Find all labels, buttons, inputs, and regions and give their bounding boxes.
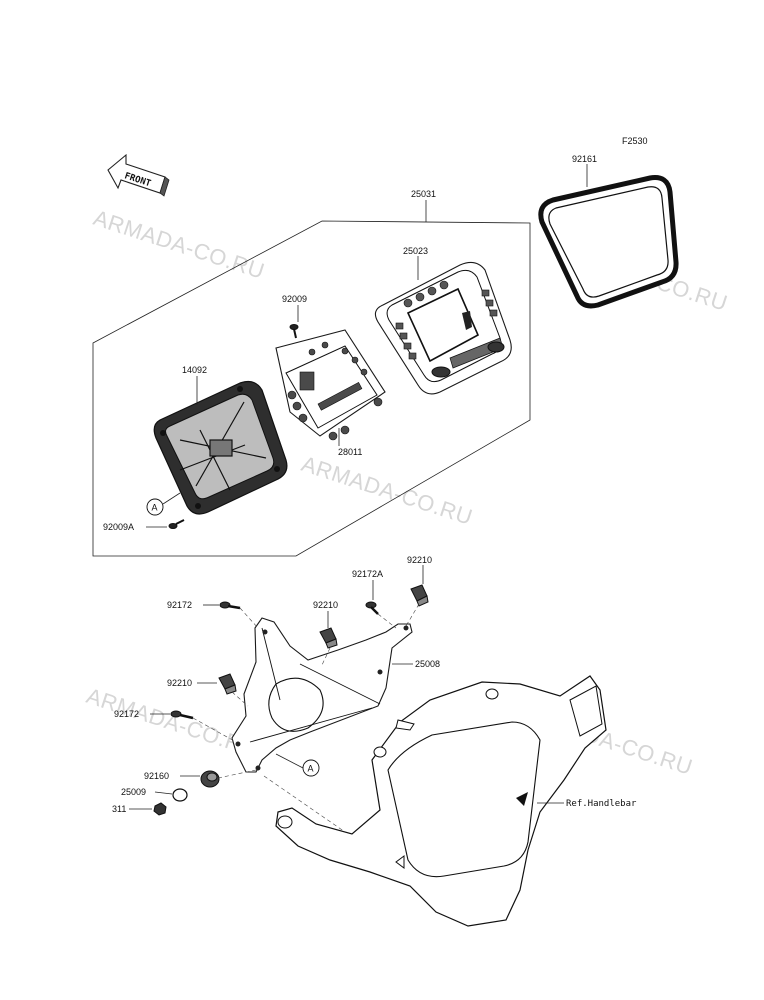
callout-311: 311 — [112, 804, 126, 814]
bolt-92172-top — [219, 601, 241, 610]
watermark-1: ARMADA-CO.RU — [90, 205, 267, 284]
meter-indicator-lamps — [395, 280, 498, 360]
watermark-3: ARMADA-CO.RU — [298, 451, 475, 530]
assembly-box — [92, 220, 531, 557]
callout-92161: 92161 — [572, 154, 597, 164]
callout-92210-mid: 92210 — [313, 600, 338, 610]
circuit-module-28011 — [275, 329, 386, 441]
callout-92210-left: 92210 — [167, 678, 192, 688]
nut-311 — [153, 802, 167, 816]
clip-92210-top — [410, 584, 429, 607]
bracket-25008 — [231, 617, 413, 773]
screw-92009 — [289, 324, 299, 339]
figure-code: F2530 — [622, 136, 648, 146]
alignment-lines — [192, 603, 420, 871]
leader-a-lower — [275, 753, 304, 769]
front-arrow-icon: FRONT — [107, 153, 170, 197]
watermark-4: ARMADA-CO.RU — [83, 683, 260, 762]
callout-25008: 25008 — [415, 659, 440, 669]
clip-92210-left — [218, 673, 237, 695]
callout-14092: 14092 — [182, 365, 207, 375]
bolt-92172a — [365, 601, 379, 615]
case-14092 — [153, 380, 288, 515]
meter-front-25023 — [374, 261, 512, 395]
screw-92009a — [168, 519, 185, 529]
circle-a-upper — [146, 498, 164, 516]
grommet-92160 — [200, 770, 220, 788]
callout-92009a: 92009A — [103, 522, 134, 532]
clip-92210-mid — [319, 627, 338, 649]
callout-92172a: 92172A — [352, 569, 383, 579]
callout-25009: 25009 — [121, 787, 146, 797]
callout-92160: 92160 — [144, 771, 169, 781]
callout-92172-left: 92172 — [114, 709, 139, 719]
ref-handlebar-label: Ref.Handlebar — [566, 799, 637, 809]
collar-25009 — [172, 788, 188, 802]
leader-a-upper — [162, 492, 181, 505]
callout-92210-top: 92210 — [407, 555, 432, 565]
circle-a-lower-label: A — [308, 764, 314, 774]
bezel-92161 — [538, 175, 679, 309]
callout-28011: 28011 — [338, 447, 362, 457]
circle-a-upper-label: A — [152, 503, 158, 513]
callout-92009: 92009 — [282, 294, 307, 304]
callout-25031: 25031 — [411, 189, 436, 199]
callout-92172-top: 92172 — [167, 600, 192, 610]
bolt-92172-left — [170, 710, 194, 720]
callout-25023: 25023 — [403, 246, 428, 256]
leader-25009 — [154, 791, 173, 795]
handlebar-cover — [275, 675, 607, 927]
